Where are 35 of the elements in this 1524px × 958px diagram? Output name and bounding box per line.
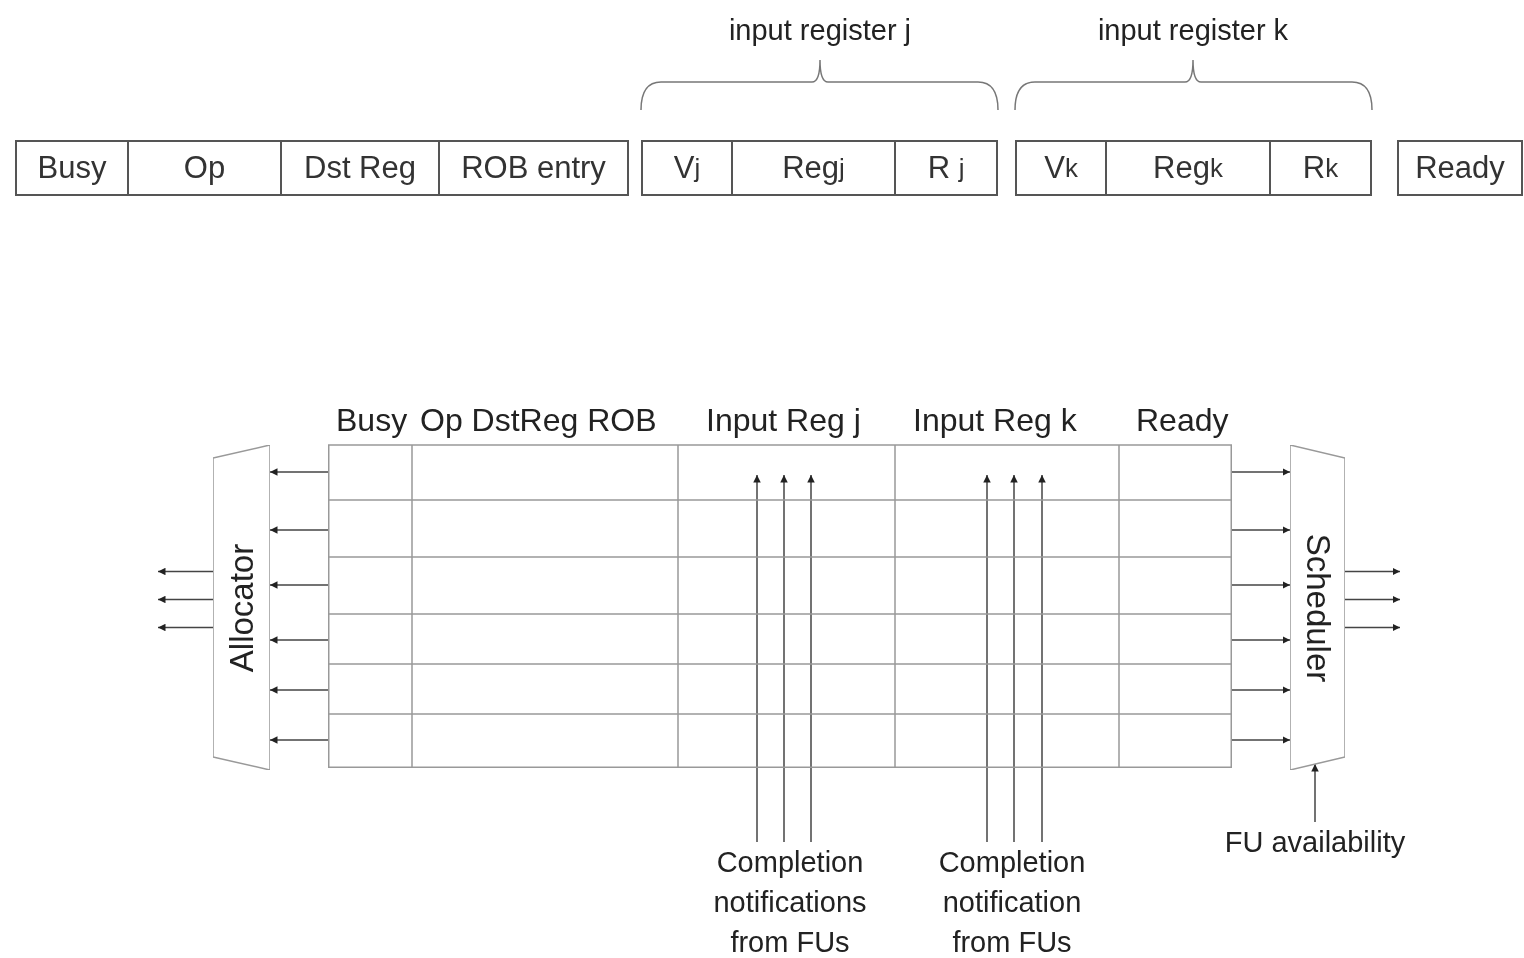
arrow (1231, 636, 1291, 644)
column-header: Busy (336, 402, 408, 439)
arrow (1038, 474, 1046, 843)
block-label: Allocator (222, 543, 261, 672)
arrow (1231, 468, 1291, 476)
source-label: Completion notification from FUs (912, 842, 1112, 958)
arrow (1231, 736, 1291, 744)
arrow (1010, 474, 1018, 843)
field-cell: Busy (15, 140, 129, 196)
arrow (1231, 581, 1291, 589)
allocator-block (213, 445, 270, 770)
field-cell: ROB entry (438, 140, 629, 196)
bracket-label: input register j (728, 14, 912, 47)
scheduler-block (1290, 445, 1345, 770)
bracket-label: input register k (1097, 14, 1289, 47)
field-cell: Dst Reg (280, 140, 440, 196)
arrow (1231, 526, 1291, 534)
field-cell: Op (127, 140, 282, 196)
column-header: Op DstReg ROB (420, 402, 657, 439)
column-header: Input Reg j (706, 402, 861, 439)
arrow (780, 474, 788, 843)
column-header: Input Reg k (913, 402, 1077, 439)
arrow (157, 595, 214, 604)
arrow (983, 474, 991, 843)
arrow (157, 623, 214, 632)
block-label: Scheduler (1298, 533, 1337, 682)
arrow (157, 567, 214, 576)
arrow (807, 474, 815, 843)
arrow (1311, 763, 1319, 823)
arrow (1231, 686, 1291, 694)
field-cell: Ready (1397, 140, 1523, 196)
arrow (753, 474, 761, 843)
source-label: Completion notifications from FUs (690, 842, 890, 958)
resource-label: FU availability (1205, 822, 1425, 862)
column-header: Ready (1136, 402, 1229, 439)
